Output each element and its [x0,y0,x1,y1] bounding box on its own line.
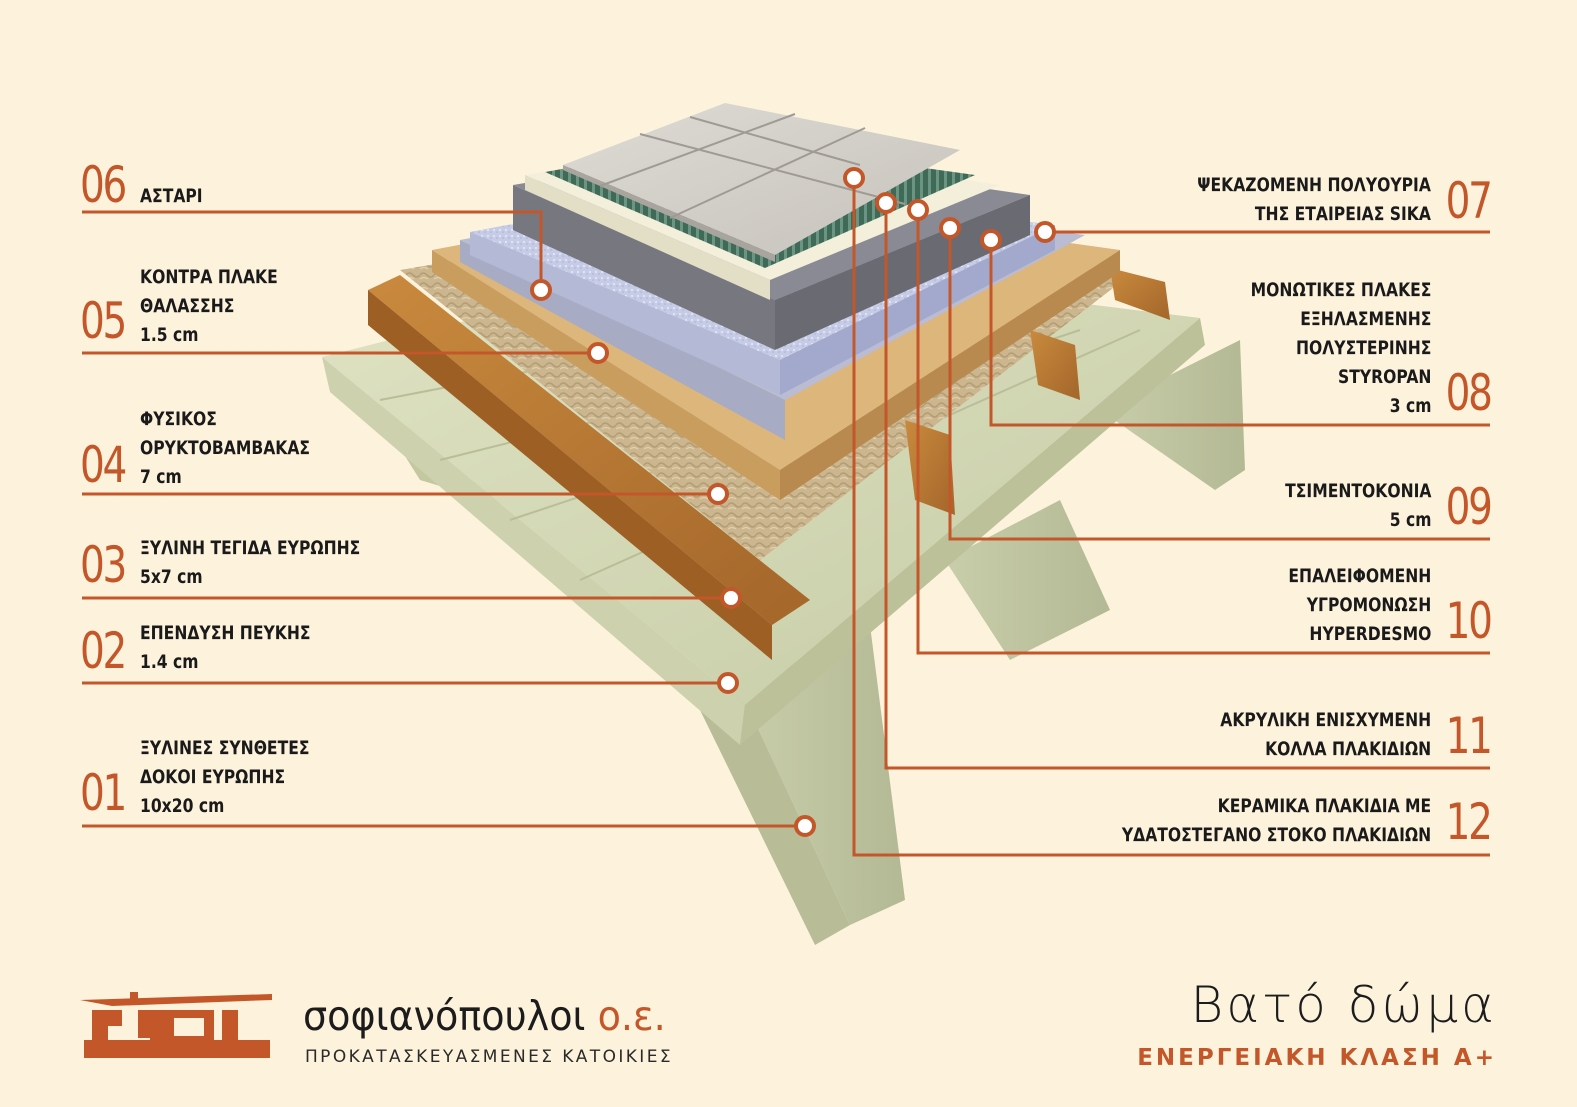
layer-01-number: 01 [80,764,127,822]
layer-07-number: 07 [1446,172,1493,230]
company-logo-icon [80,992,272,1058]
layer-01-label: ΞΥΛΙΝΕΣ ΣΥΝΘΕΤΕΣ ΔΟΚΟΙ ΕΥΡΩΠΗΣ 10x20 cm [140,737,310,817]
ceramic-tiles-layer [563,103,960,262]
layer-09-number: 09 [1446,478,1493,536]
page-title: Βατό δώμα [1190,976,1497,1034]
brand-tagline: ΠΡΟΚΑΤΑΣΚΕΥΑΣΜΕΝΕΣ ΚΑΤΟΙΚΙΕΣ [305,1047,674,1067]
layer-03-label: ΞΥΛΙΝΗ ΤΕΓΙΔΑ ΕΥΡΩΠΗΣ 5x7 cm [140,537,361,588]
layer-09-label: ΤΣΙΜΕΝΤΟΚΟΝΙΑ 5 cm [1284,480,1431,531]
layer-11-label: ΑΚΡΥΛΙΚΗ ΕΝΙΣΧΥΜΕΝΗ ΚΟΛΛΑ ΠΛΑΚΙΔΙΩΝ [1220,709,1431,760]
layer-12-number: 12 [1446,793,1493,851]
layer-06-number: 06 [80,156,127,214]
layer-07-label: ΨΕΚΑΖΟΜΕΝΗ ΠΟΛΥΟΥΡΙΑ ΤΗΣ ΕΤΑΙΡΕΙΑΣ SIKA [1197,174,1431,225]
leader-dots [530,167,1056,837]
layer-08-number: 08 [1446,364,1493,422]
energy-class-subtitle: ΕΝΕΡΓΕΙΑΚΗ ΚΛΑΣΗ Α+ [1137,1045,1497,1071]
layer-02-number: 02 [80,622,127,680]
layer-04-label: ΦΥΣΙΚΟΣ ΟΡΥΚΤΟΒΑΜΒΑΚΑΣ 7 cm [140,408,311,488]
layer-04-number: 04 [80,436,127,494]
layer-10-number: 10 [1446,592,1493,650]
layer-05-label: ΚΟΝΤΡΑ ΠΛΑΚΕ ΘΑΛΑΣΣΗΣ 1.5 cm [140,266,278,346]
layer-10-label: ΕΠΑΛΕΙΦΟΜΕΝΗ ΥΓΡΟΜΟΝΩΣΗ HYPERDESMO [1288,565,1431,645]
layer-03-number: 03 [80,536,127,594]
layer-06-label: ΑΣΤΑΡΙ [140,185,203,207]
layer-11-number: 11 [1446,707,1493,765]
brand-name: σοφιανόπουλοι ο.ε. [303,992,666,1040]
layer-08-label: ΜΟΝΩΤΙΚΕΣ ΠΛΑΚΕΣ ΕΞΗΛΑΣΜΕΝΗΣ ΠΟΛΥΣΤΕΡΙΝΗ… [1250,279,1431,417]
brand-suffix: ο.ε. [597,992,666,1040]
layer-02-label: ΕΠΕΝΔΥΣΗ ΠΕΥΚΗΣ 1.4 cm [140,622,311,673]
layer-05-number: 05 [80,292,127,350]
layer-12-label: ΚΕΡΑΜΙΚΑ ΠΛΑΚΙΔΙΑ ΜΕ ΥΔΑΤΟΣΤΕΓΑΝΟ ΣΤΟΚΟ … [1121,795,1431,846]
brand-name-text: σοφιανόπουλοι [303,992,586,1040]
leader-lines [82,178,1490,857]
